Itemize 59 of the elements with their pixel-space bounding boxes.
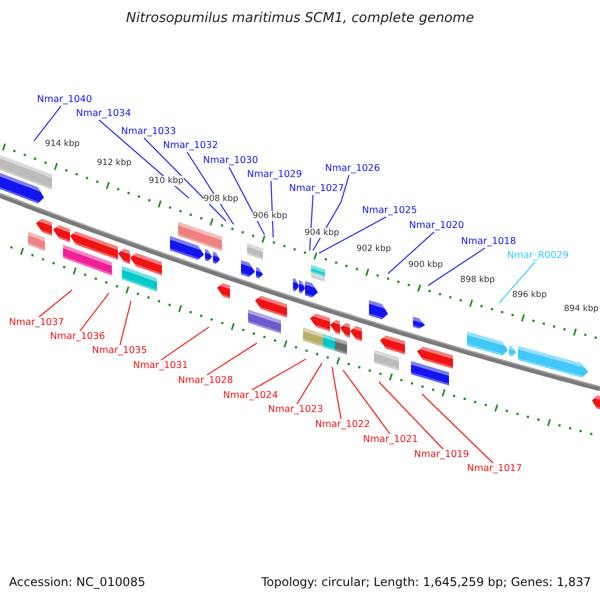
gene-label: Nmar_1040 [37,94,92,106]
gene-label: Nmar_1025 [362,205,418,217]
gene-label: Nmar_1030 [203,155,258,167]
gene-label: Nmar_1035 [92,345,148,357]
leader-line [422,394,494,464]
leader-line [98,120,190,199]
leader-line [228,166,265,236]
gene-label: Nmar_1031 [133,360,188,372]
gene-label: Nmar_1021 [363,434,418,446]
gene-label: Nmar_1026 [325,163,380,175]
gene-label: Nmar_1034 [76,108,132,120]
footer-text: Topology: circular; Length: 1,645,259 bp; Genes: 1,837 [261,575,591,589]
gene-label: Nmar_1033 [121,126,176,138]
gene-label: Nmar_1036 [50,331,106,343]
leader-line [312,174,350,251]
leader-line [318,216,386,254]
leader-line [332,366,342,420]
gene-label: Nmar_1024 [223,390,278,402]
scale-label: 910 kbp [148,176,184,186]
leader-line [34,106,62,142]
gene-label: Nmar_1029 [247,169,302,181]
leader-line [38,290,72,318]
leader-line [388,232,434,274]
leader-line [120,300,132,346]
gene-label: Nmar_1037 [9,317,64,329]
gene-label: Nmar_1022 [315,419,370,431]
leader-line [270,180,274,238]
leader-line [144,138,226,222]
gene-label: Nmar_1018 [461,236,516,248]
gene-label: Nmar_1027 [289,183,344,195]
leader-line [498,262,536,304]
scale-label: 902 kbp [356,244,391,254]
leader-line [342,370,390,434]
scale-label: 908 kbp [204,194,238,204]
gene-label: Nmar_R0029 [507,250,569,262]
diagram-title: Nitrosopumilus maritimus SCM1, complete genome [126,10,474,26]
scale-label: 894 kbp [564,304,599,314]
scale-label: 912 kbp [96,158,132,168]
gene-label: Nmar_1019 [414,449,470,461]
gene-label: Nmar_1020 [409,220,464,232]
gene-label: Nmar_1028 [178,375,234,387]
scale-label: 906 kbp [252,211,288,222]
scale-label: 914 kbp [44,138,80,149]
gene-label: Nmar_1023 [268,404,324,416]
gene-label: Nmar_1032 [163,140,218,152]
scale-label: 896 kbp [512,290,547,300]
leader-line [160,326,210,360]
gene-label: Nmar_1017 [467,463,522,475]
leader-line [252,358,306,390]
scale-label: 900 kbp [408,260,443,270]
leader-line [428,248,486,286]
scale-label: 904 kbp [304,228,340,238]
footer-text: Accession: NC_010085 [9,575,146,589]
leader-line [206,342,258,376]
leader-line [296,362,322,404]
leader-line [186,152,234,225]
leader-line [378,382,444,450]
leader-line [80,292,110,332]
scale-label: 898 kbp [460,275,495,286]
